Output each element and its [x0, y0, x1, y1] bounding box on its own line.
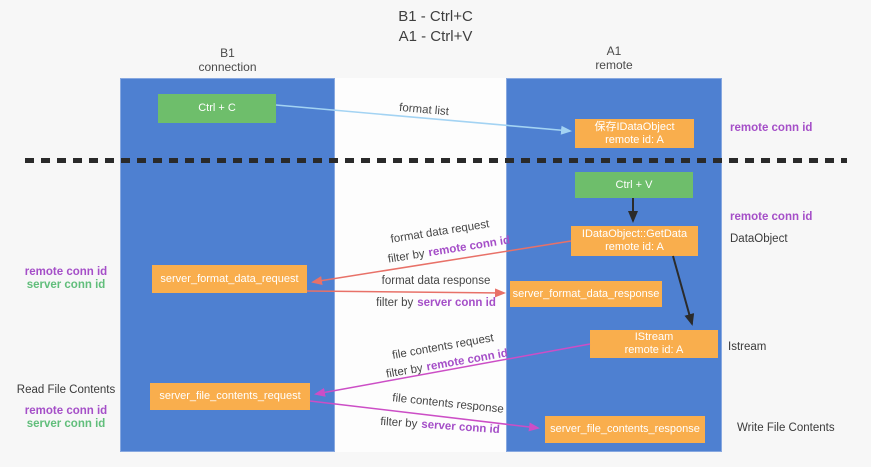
label-remote-conn-id-left1: remote conn id: [24, 266, 108, 278]
node-save-idataobject-line2: remote id: A: [605, 133, 664, 146]
node-file-request-label: server_file_contents_request: [159, 390, 301, 402]
diagram-title: B1 - Ctrl+C A1 - Ctrl+V: [0, 7, 871, 47]
node-ctrl-c: Ctrl + C: [158, 94, 276, 123]
label-server-conn-id-left1: server conn id: [26, 279, 106, 291]
label-dataobject: DataObject: [730, 233, 788, 245]
edge-label-format-data-response: format data response: [381, 275, 491, 287]
node-ctrl-v: Ctrl + V: [575, 172, 693, 198]
label-group-conn-ids: remote conn id server conn id: [8, 266, 124, 292]
filter-by-prefix: filter by: [376, 297, 414, 309]
node-server-format-data-response: server_format_data_response: [510, 281, 662, 307]
label-group-read-file: Read File Contents remote conn id server…: [8, 384, 124, 431]
label-remote-conn-id-left2: remote conn id: [24, 405, 108, 417]
node-file-response-label: server_file_contents_response: [550, 423, 700, 435]
lane-a1-name: A1: [606, 44, 622, 58]
node-idataobject-getdata: IDataObject::GetData remote id: A: [571, 226, 698, 256]
title-line-1: B1 - Ctrl+C: [398, 8, 473, 25]
filter-by-prefix: filter by: [379, 415, 418, 431]
label-write-file-contents: Write File Contents: [737, 422, 835, 434]
node-save-idataobject-line1: 保存IDataObject: [594, 120, 675, 133]
filter-key-server-conn-id: server conn id: [417, 297, 496, 309]
node-getdata-line1: IDataObject::GetData: [581, 228, 688, 240]
label-server-conn-id-left2: server conn id: [26, 418, 106, 430]
title-line-2: A1 - Ctrl+V: [398, 28, 473, 45]
node-istream: IStream remote id: A: [590, 330, 718, 358]
node-getdata-line2: remote id: A: [605, 241, 664, 253]
node-istream-line2: remote id: A: [624, 344, 684, 356]
label-read-file-contents: Read File Contents: [16, 384, 116, 396]
node-save-idataobject: 保存IDataObject remote id: A: [575, 119, 694, 148]
label-remote-conn-id-top: remote conn id: [730, 122, 813, 134]
node-server-format-data-request: server_format_data_request: [152, 265, 307, 293]
lane-b1-name: B1: [220, 46, 235, 60]
dashed-separator: [25, 158, 847, 163]
lane-a1-subtitle: remote: [595, 58, 633, 72]
lane-b1-subtitle: connection: [198, 60, 257, 74]
node-ctrl-v-label: Ctrl + V: [615, 178, 653, 191]
lane-header-a1: A1 remote: [506, 44, 722, 72]
lane-header-b1: B1 connection: [120, 46, 335, 74]
node-server-file-contents-response: server_file_contents_response: [545, 416, 705, 443]
node-ctrl-c-label: Ctrl + C: [198, 102, 236, 114]
node-server-file-contents-request: server_file_contents_request: [150, 383, 310, 410]
node-format-request-label: server_format_data_request: [160, 272, 299, 285]
node-istream-line1: IStream: [634, 331, 674, 343]
label-remote-conn-id-mid: remote conn id: [730, 211, 813, 223]
node-format-response-label: server_format_data_response: [512, 287, 660, 300]
label-istream: Istream: [728, 341, 767, 353]
